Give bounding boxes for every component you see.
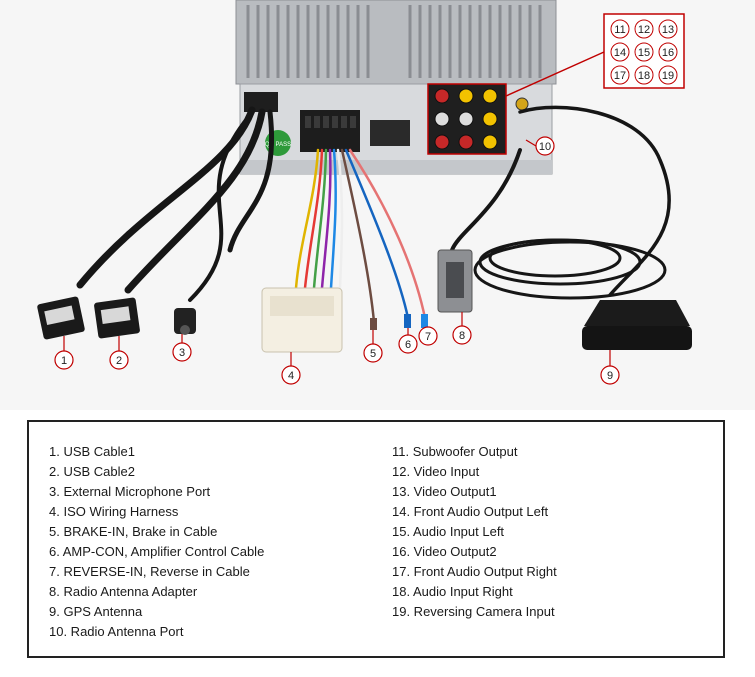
- radio-antenna-adapter: [437, 249, 473, 313]
- legend-item-9: 9. GPS Antenna: [49, 604, 143, 619]
- legend-item-12: 12. Video Input: [392, 464, 480, 479]
- legend-item-2: 2. USB Cable2: [49, 464, 135, 479]
- legend-column-right: 11. Subwoofer Output 12. Video Input 13.…: [392, 442, 557, 622]
- legend-item-10: 10. Radio Antenna Port: [49, 624, 184, 639]
- callout-6: 6: [405, 339, 411, 351]
- callout-5: 5: [370, 348, 376, 360]
- port-label-17: 17: [614, 70, 626, 82]
- port-label-18: 18: [638, 70, 650, 82]
- legend-item-8: 8. Radio Antenna Adapter: [49, 584, 198, 599]
- legend-item-11: 11. Subwoofer Output: [392, 444, 518, 459]
- port-number-grid: 11 12 13 14 15 16 17 18 19: [603, 13, 685, 89]
- port-label-15: 15: [638, 47, 650, 59]
- callout-8: 8: [459, 330, 465, 342]
- port-label-12: 12: [638, 24, 650, 36]
- port-label-11: 11: [614, 24, 625, 36]
- port-label-16: 16: [662, 47, 674, 59]
- legend-item-15: 15. Audio Input Left: [392, 524, 505, 539]
- usb-connector-2: [94, 297, 140, 339]
- cables: [76, 105, 671, 302]
- callout-1: 1: [61, 355, 67, 367]
- legend-item-17: 17. Front Audio Output Right: [392, 564, 557, 579]
- legend-item-7: 7. REVERSE-IN, Reverse in Cable: [49, 564, 250, 579]
- wiring-photo: QC PASS 11 12 13 14 15 16 17 18 19: [37, 0, 692, 385]
- legend-item-3: 3. External Microphone Port: [49, 484, 211, 499]
- microphone-jack: [174, 308, 196, 335]
- legend-item-13: 13. Video Output1: [392, 484, 497, 499]
- svg-text:QC PASS: QC PASS: [265, 142, 291, 148]
- legend-box: 1. USB Cable1 2. USB Cable2 3. External …: [27, 420, 725, 658]
- harness-wires: [294, 148, 427, 324]
- legend-item-18: 18. Audio Input Right: [392, 584, 513, 599]
- port-label-13: 13: [662, 24, 674, 36]
- legend-item-16: 16. Video Output2: [392, 544, 497, 559]
- callout-2: 2: [116, 355, 122, 367]
- callout-7: 7: [425, 331, 431, 343]
- wire-terminals: [370, 314, 428, 330]
- callout-3: 3: [179, 347, 185, 359]
- port-label-14: 14: [614, 47, 626, 59]
- callout-4: 4: [288, 370, 294, 382]
- callout-10: 10: [539, 141, 551, 153]
- legend-item-14: 14. Front Audio Output Left: [392, 504, 549, 519]
- legend-item-5: 5. BRAKE-IN, Brake in Cable: [49, 524, 218, 539]
- legend-item-4: 4. ISO Wiring Harness: [49, 504, 179, 519]
- port-label-19: 19: [662, 70, 674, 82]
- legend-item-19: 19. Reversing Camera Input: [392, 604, 555, 619]
- rca-port-panel: [427, 51, 605, 155]
- usb-connector-1: [37, 296, 85, 340]
- gps-antenna: [582, 300, 692, 350]
- legend-item-1: 1. USB Cable1: [49, 444, 135, 459]
- callout-markers: [54, 136, 620, 385]
- iso-harness-plug: [261, 287, 343, 353]
- legend-column-left: 1. USB Cable1 2. USB Cable2 3. External …: [49, 442, 264, 642]
- callout-9: 9: [607, 370, 613, 382]
- legend-item-6: 6. AMP-CON, Amplifier Control Cable: [49, 544, 265, 559]
